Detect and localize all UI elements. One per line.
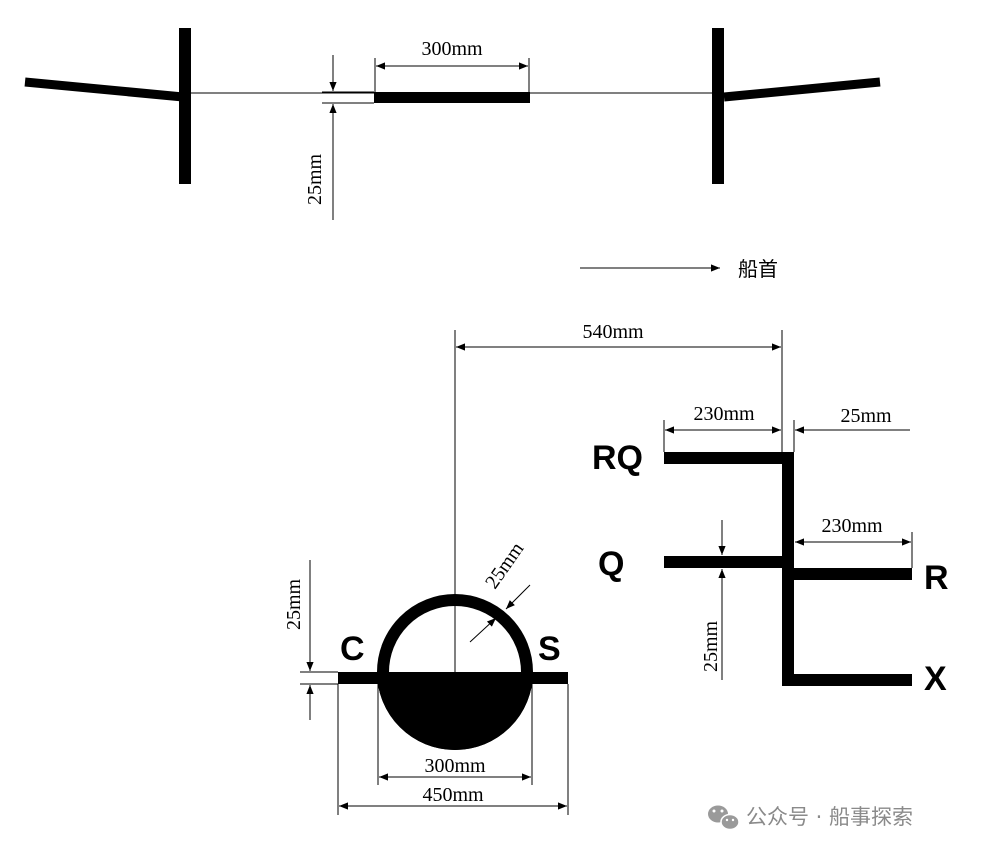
dimension-label-540mm: 540mm [582,321,644,343]
right-deck-line [723,77,881,102]
load-lines: RQ Q R X 230mm 25mm 230mm 25mm [592,403,949,698]
q-line [664,556,788,568]
dimension-label-230mm-top: 230mm [693,403,755,425]
ring-width-label: 25mm [481,538,529,593]
watermark: 公众号 · 船事探索 [708,805,913,831]
top-view: 300mm 25mm 船首 [24,28,881,281]
dimension-label-450mm: 450mm [422,784,484,806]
dimension-label-230mm-right: 230mm [821,515,883,537]
ring-width-arrow-outer [505,584,531,610]
bow-direction-label: 船首 [738,257,778,281]
label-rq: RQ [592,439,643,477]
wechat-icon [708,805,740,831]
dimension-label-25mm: 25mm [304,153,326,205]
right-vertical-bar [712,28,724,184]
rq-line [664,452,794,464]
horizontal-line [338,672,568,684]
plimsoll-mark: 540mm C S 25mm 25mm 300mm 450mm [283,321,783,815]
watermark-text: 公众号 · 船事探索 [746,805,913,829]
ring-width-arrow [469,617,497,643]
x-line [782,674,912,686]
left-vertical-bar [179,28,191,184]
mark-bar [374,92,530,103]
dimension-label-300mm: 300mm [424,755,486,777]
dimension-label-25mm-horizontal: 25mm [840,405,892,427]
letter-s: S [538,630,561,668]
left-deck-line [24,77,184,102]
label-r: R [924,559,949,597]
line-thickness-label: 25mm [283,578,305,630]
label-x: X [924,660,947,698]
label-q: Q [598,545,624,583]
r-line [788,568,912,580]
dimension-label-300mm: 300mm [421,38,483,60]
letter-c: C [340,630,365,668]
dimension-label-25mm-vertical: 25mm [700,620,722,672]
